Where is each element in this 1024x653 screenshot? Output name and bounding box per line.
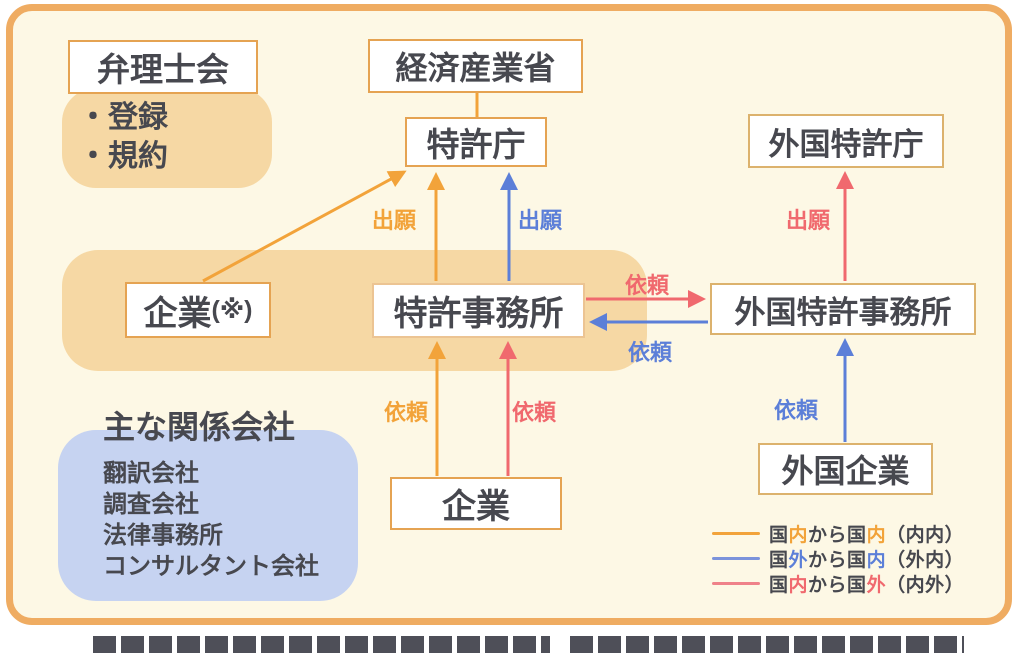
node-foreign-patent-firm: 外国特許事務所: [710, 283, 976, 335]
node-jpo: 特許庁: [405, 117, 547, 167]
node-jpo-label: 特許庁: [426, 126, 526, 163]
label-request-orange: 依頼: [384, 400, 429, 425]
node-bar-association-label: 弁理士会: [97, 51, 229, 88]
node-company-asterisk-suffix: (※): [211, 296, 253, 324]
legend-seg: 国: [847, 525, 867, 546]
related-company-item: コンサルタント会社: [103, 553, 319, 580]
label-request-right-red: 依頼: [625, 273, 670, 298]
legend-seg: （内内）: [886, 525, 965, 546]
bullet-rules: ・規約: [78, 140, 168, 173]
legend-seg: 外: [866, 575, 887, 596]
legend-line-red: [712, 582, 760, 585]
legend-seg: 内: [788, 575, 809, 596]
legend-row-foreign-to-domestic: 国外から国内（外内）: [712, 546, 964, 571]
legend-seg: から: [808, 525, 848, 546]
related-companies-title: 主な関係会社: [103, 409, 296, 445]
node-company-asterisk: 企業(※): [125, 282, 271, 338]
node-foreign-company: 外国企業: [758, 443, 933, 495]
node-company: 企業: [390, 477, 562, 530]
label-filing-blue: 出願: [518, 208, 563, 233]
node-foreign-patent-firm-label: 外国特許事務所: [734, 294, 952, 330]
legend-seg: 国: [769, 575, 789, 596]
node-foreign-company-label: 外国企業: [781, 453, 910, 489]
label-request-red: 依頼: [512, 400, 557, 425]
related-company-item: 翻訳会社: [103, 460, 199, 487]
legend-seg: 外: [788, 550, 809, 571]
label-filing-red: 出願: [786, 208, 831, 233]
node-meti: 経済産業省: [368, 39, 583, 93]
legend-seg: から: [808, 550, 848, 571]
legend-seg: 内: [866, 525, 887, 546]
node-company-asterisk-label: 企業: [143, 294, 212, 333]
legend-seg: 国: [769, 550, 789, 571]
legend-seg: から: [808, 575, 848, 596]
legend-seg: 国: [769, 525, 789, 546]
related-company-item: 調査会社: [103, 491, 199, 518]
related-companies-panel: [58, 430, 358, 601]
related-company-item: 法律事務所: [103, 522, 223, 549]
legend-seg: （外内）: [886, 550, 965, 571]
bar-association-bullets: ・登録 ・規約: [78, 98, 168, 176]
legend-line-orange: [712, 532, 760, 535]
legend-seg: （内外）: [886, 575, 965, 596]
legend-seg: 国: [847, 575, 867, 596]
legend-seg: 内: [788, 525, 809, 546]
node-bar-association: 弁理士会: [68, 40, 258, 94]
legend-row-domestic: 国内から国内（内内）: [712, 521, 964, 546]
node-patent-firm-label: 特許事務所: [393, 295, 564, 333]
bullet-registration: ・登録: [78, 101, 168, 134]
legend-seg: 内: [866, 550, 887, 571]
node-company-label: 企業: [442, 488, 510, 526]
node-meti-label: 経済産業省: [395, 50, 556, 86]
label-request-left-blue: 依頼: [628, 340, 673, 365]
legend: 国内から国内（内内） 国外から国内（外内） 国内から国外（内外）: [712, 521, 964, 596]
label-request-foreign-blue: 依頼: [774, 398, 819, 423]
legend-row-domestic-to-foreign: 国内から国外（内外）: [712, 571, 964, 596]
node-foreign-patent-office-label: 外国特許庁: [768, 126, 924, 162]
label-filing-orange: 出願: [372, 208, 417, 233]
node-foreign-patent-office: 外国特許庁: [748, 114, 944, 168]
node-patent-firm: 特許事務所: [372, 283, 585, 338]
cropped-text-strip: [93, 636, 550, 653]
legend-seg: 国: [847, 550, 867, 571]
related-companies-list: 翻訳会社 調査会社 法律事務所 コンサルタント会社: [103, 458, 319, 582]
cropped-text-strip: [570, 636, 964, 653]
legend-line-blue: [712, 557, 760, 560]
